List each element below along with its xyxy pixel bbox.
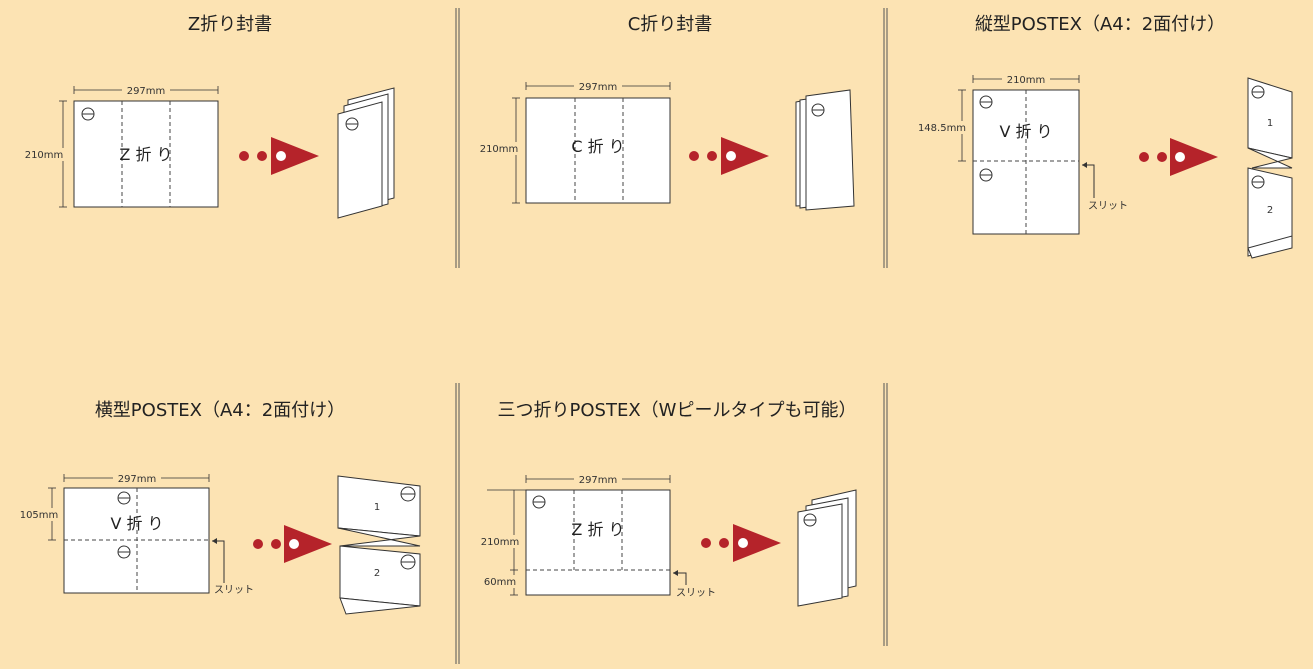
- arrow-icon: [689, 137, 769, 175]
- vertical-postex-fold-label: V 折 り: [999, 122, 1052, 141]
- trifold-postex-sheet: 297mm 210mm 60mm Z 折 り スリット: [478, 473, 716, 599]
- panel-title-c-fold-envelope: C折り封書: [627, 14, 713, 35]
- vertical-postex-page-2: 2: [1267, 205, 1273, 216]
- horizontal-postex-page-2: 2: [374, 568, 380, 579]
- arrow-icon: [1139, 138, 1218, 176]
- panel-title-horizontal-postex: 横型POSTEX（A4：2面付け）: [94, 400, 346, 421]
- trifold-height2-label: 60mm: [484, 577, 516, 588]
- trifold-height-label: 210mm: [481, 537, 520, 548]
- z-fold-label: Z 折 り: [119, 145, 172, 164]
- horizontal-postex-slit-label: スリット: [214, 585, 254, 596]
- trifold-slit-label: スリット: [676, 588, 716, 599]
- trifold-postex-result: [797, 489, 857, 607]
- panel-title-vertical-postex: 縦型POSTEX（A4：2面付け）: [974, 14, 1226, 35]
- trifold-width-label: 297mm: [579, 475, 618, 486]
- vertical-postex-sheet: 210mm 148.5mm V 折 り スリット: [916, 73, 1128, 235]
- horizontal-postex-width-label: 297mm: [118, 474, 157, 485]
- c-fold-height-label: 210mm: [480, 144, 519, 155]
- panel-dividers: [455, 8, 888, 664]
- horizontal-postex-result: [337, 475, 421, 615]
- c-fold-label: C 折 り: [571, 137, 624, 156]
- z-fold-height-label: 210mm: [25, 150, 64, 161]
- vertical-postex-height-label: 148.5mm: [918, 123, 966, 134]
- z-fold-sheet: 297mm 210mm Z 折 り: [22, 84, 219, 208]
- vertical-postex-page-1: 1: [1267, 118, 1273, 129]
- c-fold-result: [795, 89, 855, 211]
- panel-title-trifold-postex: 三つ折りPOSTEX（Wピールタイプも可能）: [497, 400, 857, 421]
- vertical-postex-slit-label: スリット: [1088, 201, 1128, 212]
- c-fold-sheet: 297mm 210mm C 折 り: [477, 80, 671, 204]
- arrow-icon: [701, 524, 781, 562]
- trifold-fold-label: Z 折 り: [571, 520, 624, 539]
- vertical-postex-result: [1247, 77, 1293, 259]
- z-fold-width-label: 297mm: [127, 86, 166, 97]
- z-fold-result: [337, 87, 395, 219]
- horizontal-postex-height-label: 105mm: [20, 510, 59, 521]
- c-fold-width-label: 297mm: [579, 82, 618, 93]
- arrow-icon: [253, 525, 332, 563]
- horizontal-postex-page-1: 1: [374, 502, 380, 513]
- panel-title-z-fold-envelope: Z折り封書: [187, 14, 273, 35]
- horizontal-postex-fold-label: V 折 り: [110, 514, 163, 533]
- horizontal-postex-sheet: 297mm 105mm V 折 り スリット: [18, 472, 254, 596]
- arrow-icon: [239, 137, 319, 175]
- vertical-postex-width-label: 210mm: [1007, 75, 1046, 86]
